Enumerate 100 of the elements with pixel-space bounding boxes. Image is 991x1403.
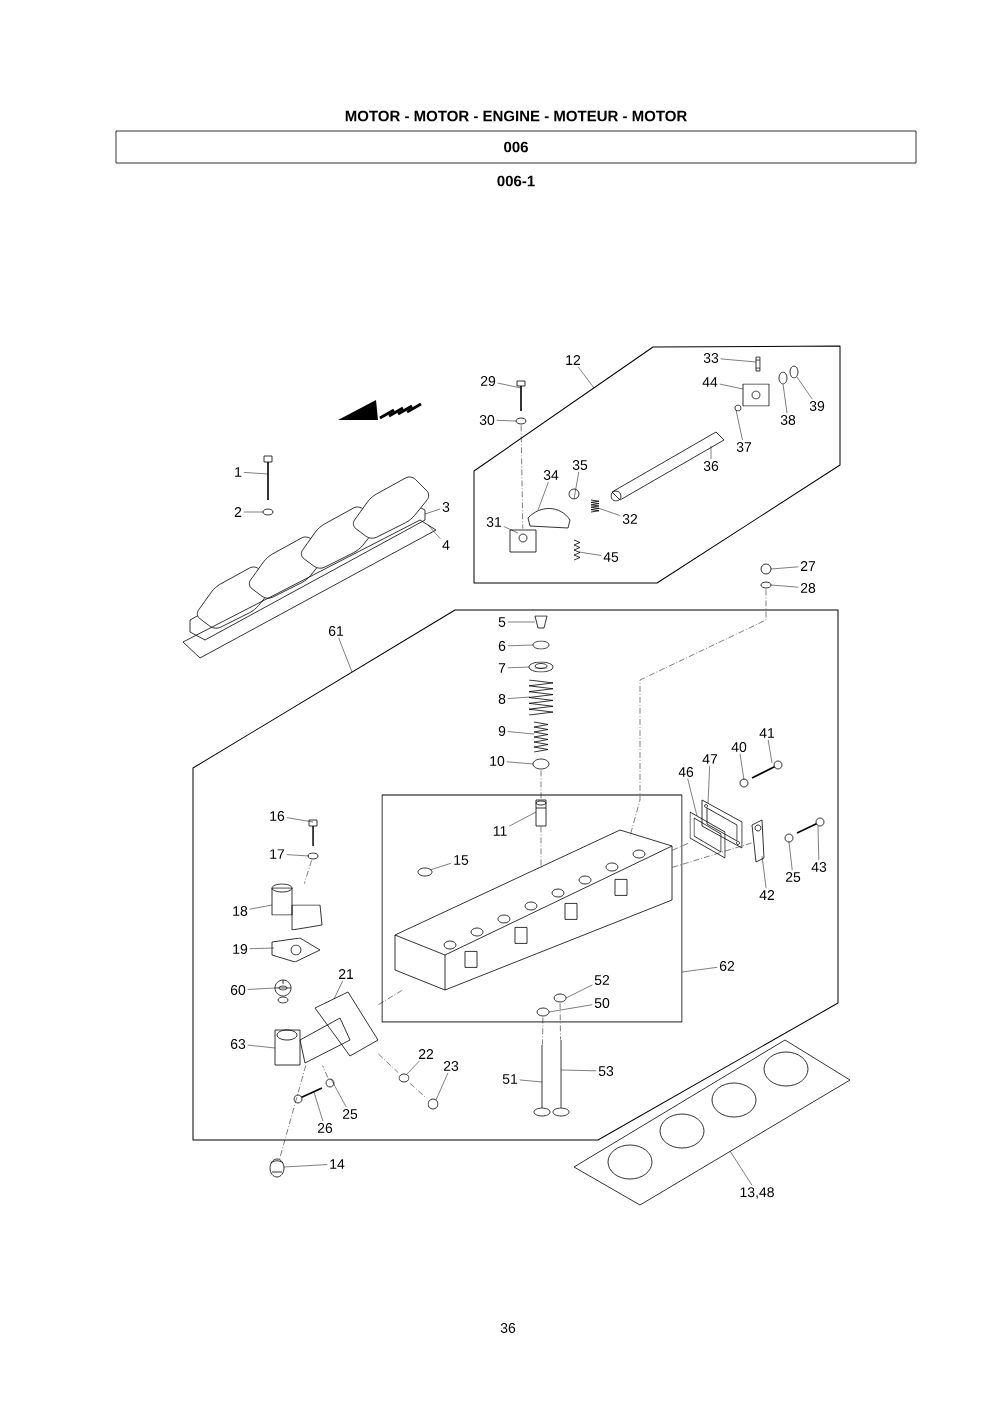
callout-number: 4	[442, 540, 450, 550]
leader-line	[578, 551, 602, 556]
callout-number: 13,48	[740, 1187, 774, 1199]
callout-number: 21	[338, 969, 354, 979]
leader-line	[767, 739, 773, 764]
leader-line	[243, 472, 269, 475]
washer	[262, 508, 274, 516]
seal-ring	[398, 1073, 410, 1083]
leader-line	[507, 621, 536, 623]
leader-line	[507, 666, 530, 669]
title: MOTOR - MOTOR - ENGINE - MOTEUR - MOTOR	[345, 110, 687, 122]
callout-number: 2	[234, 507, 242, 517]
nut	[568, 488, 580, 500]
leader-line	[313, 1091, 324, 1122]
washer	[739, 778, 749, 788]
leader-line	[687, 778, 698, 817]
callout-number: 14	[330, 1159, 345, 1169]
assembly-line	[304, 860, 312, 884]
valve-spring	[533, 721, 549, 753]
leader-line	[770, 584, 799, 588]
callout-number: 26	[317, 1123, 333, 1133]
callout-number: 45	[603, 552, 619, 562]
leader-line	[424, 508, 441, 515]
bolt	[751, 760, 783, 779]
water-outlet	[271, 883, 323, 931]
assembly-line	[540, 826, 542, 869]
head-gasket	[573, 1039, 851, 1206]
gasket	[271, 937, 321, 963]
callout-number: 44	[702, 377, 718, 387]
ball	[269, 1158, 285, 1178]
assembly-line	[672, 842, 752, 868]
leader-line	[770, 566, 799, 570]
leader-line	[565, 984, 593, 999]
callout-number: 1	[235, 467, 242, 477]
leader-line	[286, 854, 310, 857]
callout-number: 10	[490, 756, 505, 766]
leader-line	[507, 731, 535, 735]
spring-retainer	[528, 661, 554, 673]
leader-line	[735, 409, 743, 441]
bolt	[796, 817, 825, 834]
callout-number: 39	[809, 401, 825, 411]
leader-line	[507, 644, 534, 647]
plug	[417, 867, 433, 877]
leader-line	[796, 376, 813, 400]
washer	[515, 417, 527, 425]
callout-number: 41	[759, 728, 775, 738]
shaft	[610, 431, 725, 502]
callout-number: 50	[594, 998, 610, 1008]
valve-collet	[534, 615, 548, 629]
leader-line	[429, 862, 452, 871]
callout-number: 11	[493, 826, 507, 836]
leader-line	[406, 1060, 420, 1075]
leader-line	[519, 1079, 543, 1083]
valve-guide	[535, 799, 547, 827]
valve-spring	[528, 679, 554, 716]
callout-number: 46	[678, 767, 694, 777]
spring-seat	[532, 758, 550, 770]
thermostat	[274, 979, 292, 1004]
callout-number: 8	[498, 694, 506, 704]
leader-line	[333, 980, 343, 1000]
callout-number: 43	[811, 862, 827, 872]
callout-number: 25	[342, 1109, 358, 1119]
leader-line	[681, 967, 718, 973]
nut	[760, 563, 772, 575]
spring	[590, 499, 600, 513]
leader-line	[243, 511, 264, 513]
assembly-line	[378, 1053, 399, 1073]
assembly-line	[322, 1065, 328, 1078]
callout-number: 22	[418, 1049, 434, 1059]
callout-number: 5	[498, 617, 506, 627]
leader-line	[597, 507, 621, 516]
callout-number: 28	[800, 583, 816, 593]
callout-number: 34	[543, 470, 559, 480]
washer	[325, 1078, 335, 1088]
bolt	[263, 455, 273, 501]
callout-number: 61	[328, 626, 344, 636]
callout-number: 63	[230, 1039, 246, 1049]
leader-line	[788, 841, 793, 871]
leader-line	[739, 753, 745, 781]
callout-number: 37	[736, 442, 752, 452]
leader-line	[249, 947, 275, 949]
leader-line	[338, 637, 353, 673]
callout-number: 52	[594, 975, 610, 985]
washer	[778, 371, 788, 385]
rocker-support	[742, 383, 770, 407]
callout-number: 12	[566, 355, 581, 365]
callout-number: 32	[622, 514, 638, 524]
callout-number: 40	[731, 742, 747, 752]
leader-line	[496, 420, 517, 422]
callout-number: 6	[498, 641, 506, 651]
leader-line	[720, 358, 757, 363]
leader-line	[817, 825, 820, 861]
leader-line	[719, 383, 744, 390]
leader-line	[330, 1078, 347, 1108]
leader-line	[247, 987, 276, 990]
group-frame	[192, 609, 839, 1141]
leader-line	[283, 1164, 328, 1168]
group-frame	[381, 794, 683, 1023]
leader-line	[506, 761, 534, 765]
ring	[789, 365, 799, 379]
